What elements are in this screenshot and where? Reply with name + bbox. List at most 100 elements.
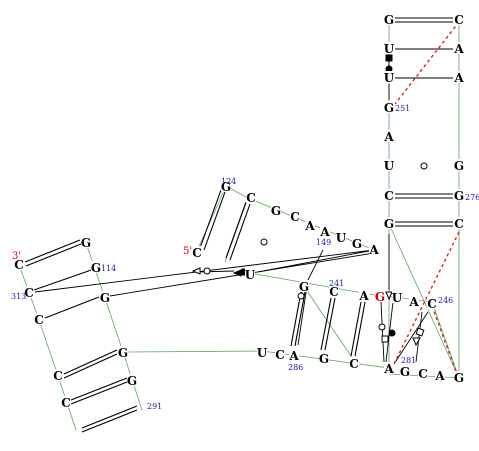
nucleotide-C: C <box>34 313 44 327</box>
nucleotide-bg <box>384 13 394 25</box>
nucleotide-bg <box>384 217 394 229</box>
backbone-middle-lower <box>302 284 356 363</box>
pair-line <box>324 297 336 351</box>
position-number-276: 276 <box>465 193 479 202</box>
position-number-241: 241 <box>329 279 344 288</box>
nucleotide-G: G <box>375 290 385 304</box>
tertiary-line <box>393 311 429 365</box>
pair-line <box>225 201 247 259</box>
dashed-line <box>394 21 460 105</box>
pair-line <box>63 349 118 375</box>
nucleotide-G: G <box>454 159 464 173</box>
tertiary-line <box>257 249 375 273</box>
nucleotide-bg <box>14 258 24 270</box>
nucleotide-bg <box>290 210 300 222</box>
tertiary-line <box>297 285 308 346</box>
nucleotide-A: A <box>383 130 394 144</box>
nucleotide-C: C <box>454 217 464 231</box>
nucleotide-bg <box>127 374 137 386</box>
tertiary-line <box>195 270 235 273</box>
nucleotide-A: A <box>408 295 419 309</box>
nucleotide-C: C <box>427 297 437 311</box>
nucleotide-C: C <box>14 258 24 272</box>
nucleotide-A: A <box>383 362 394 376</box>
nucleotide-bg <box>418 367 428 379</box>
nucleotide-bg <box>91 261 101 273</box>
position-number-149: 149 <box>316 238 331 247</box>
nucleotide-bg <box>349 357 359 369</box>
nucleotide-bg <box>271 204 281 216</box>
dashed-line <box>431 305 458 375</box>
nucleotide-G: G <box>454 371 464 385</box>
nucleotide-bg <box>427 297 437 309</box>
open-triangle-symbol <box>385 291 393 301</box>
pair-line <box>199 189 222 249</box>
dashed-line <box>390 231 460 371</box>
open-circle-symbol <box>260 238 268 246</box>
nucleotide-U: U <box>392 291 403 305</box>
nucleotide-bg <box>245 268 255 280</box>
nucleotide-bg <box>409 295 419 307</box>
nucleotide-C: C <box>290 210 300 224</box>
prime-labels: 3' 5' <box>12 246 192 262</box>
tertiary-line <box>415 311 423 363</box>
nucleotide-bg <box>275 348 285 360</box>
nucleotide-bg <box>257 346 267 358</box>
nucleotide-bg <box>192 246 202 258</box>
pair-line <box>229 203 251 261</box>
nucleotide-A: A <box>358 289 369 303</box>
nucleotide-U: U <box>384 71 395 85</box>
nucleotide-G: G <box>319 352 329 366</box>
pair-line <box>320 297 332 351</box>
pair-line <box>81 405 138 429</box>
pair-line <box>24 239 81 263</box>
position-numbers: 251 276 124 149 241 246 281 286 114 313 … <box>11 104 479 411</box>
pair-line <box>70 381 128 405</box>
nucleotide-bg <box>221 180 231 192</box>
pair-line <box>354 301 366 357</box>
nucleotide-A: A <box>288 349 299 363</box>
nucleotide-A: A <box>453 42 464 56</box>
nucleotide-bg <box>384 189 394 201</box>
nucleotide-G: G <box>454 189 464 203</box>
nucleotide-A: A <box>319 225 330 239</box>
nucleotide-A: A <box>453 71 464 85</box>
pair-line <box>44 296 100 319</box>
nucleotide-bg <box>375 290 385 302</box>
nucleotide-bg <box>81 236 91 248</box>
position-number-286: 286 <box>288 363 303 372</box>
nucleotide-bg <box>299 280 309 292</box>
nucleotide-bg <box>100 291 110 303</box>
nucleotide-bg <box>34 313 44 325</box>
nucleotide-C: C <box>61 396 71 410</box>
nucleotide-C: C <box>329 285 339 299</box>
nucleotide-G: G <box>384 217 394 231</box>
nucleotide-bg <box>289 349 299 361</box>
position-number-246: 246 <box>438 296 453 305</box>
nucleotide-bg <box>359 289 369 301</box>
nucleotide-C: C <box>384 189 394 203</box>
nucleotide-bg <box>24 286 34 298</box>
nucleotide-bg <box>454 217 464 229</box>
nucleotide-C: C <box>192 246 202 260</box>
nucleotide-U: U <box>245 268 256 282</box>
open-circle-symbol <box>203 267 211 275</box>
nucleotide-A: A <box>434 369 445 383</box>
backbone-a246 <box>431 301 460 379</box>
open-circle-symbol <box>420 162 428 170</box>
nucleotide-bg <box>118 346 128 358</box>
backbone-left-right-mid <box>104 297 124 353</box>
nucleotide-bg <box>329 285 339 297</box>
open-triangle-symbol <box>412 337 421 347</box>
nucleotide-bg <box>454 371 464 383</box>
nucleotide-G: G <box>271 204 281 218</box>
square-symbol <box>381 335 389 343</box>
open-circle-symbol <box>378 323 386 331</box>
pair-line <box>203 191 226 251</box>
base-pairs <box>24 17 453 433</box>
nucleotide-C: C <box>246 191 256 205</box>
nucleotide-bg <box>384 42 394 54</box>
